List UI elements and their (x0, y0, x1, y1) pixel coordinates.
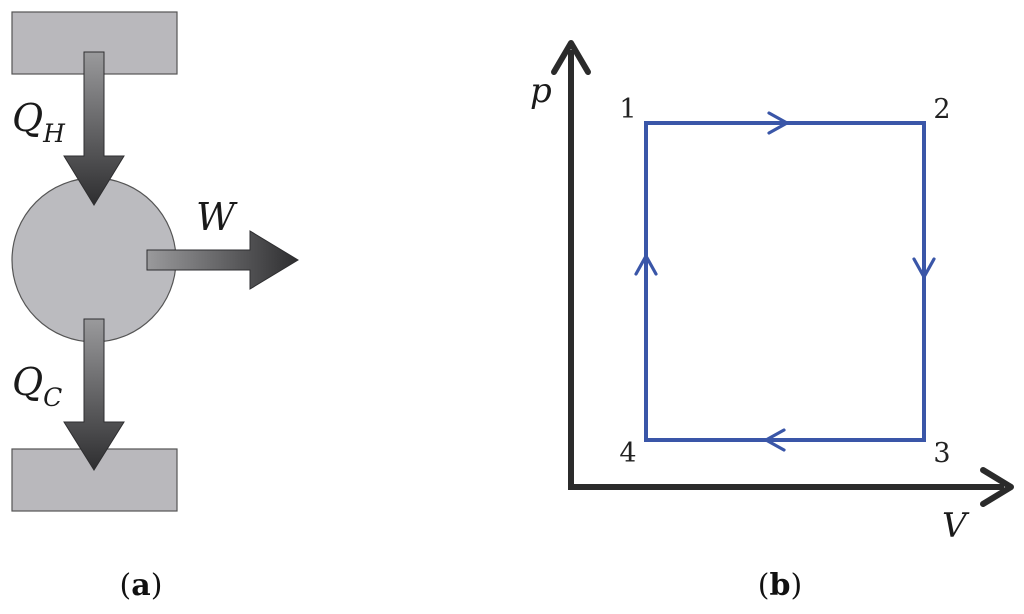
heat-out-label: QC (12, 360, 62, 412)
x-axis-label: V (942, 506, 970, 546)
work-label: W (196, 195, 238, 239)
panel-a-engine-schematic: QH QC W (a) (11, 11, 299, 603)
x-axis (568, 467, 1014, 507)
x-axis-arrowhead (980, 467, 1014, 507)
panel-a-letter: a (131, 568, 150, 603)
heat-out-arrow (63, 318, 125, 471)
y-axis-label: p (530, 71, 552, 111)
heat-in-arrow (63, 51, 125, 206)
y-axis (551, 40, 591, 490)
panel-a-label: (a) (120, 568, 163, 603)
direction-arrow-4-1 (634, 254, 658, 276)
direction-arrow-3-4 (764, 428, 786, 452)
state-label-4: 4 (619, 438, 636, 469)
state-label-3: 3 (933, 438, 950, 469)
panel-b-label: (b) (758, 568, 802, 603)
cycle-path (644, 121, 926, 442)
state-label-1: 1 (619, 94, 636, 125)
heat-in-symbol: Q (12, 96, 43, 140)
panel-b-pv-diagram: p V 1 2 3 4 (b) (530, 40, 1014, 603)
heat-in-label: QH (12, 96, 66, 148)
panel-b-letter: b (770, 568, 791, 603)
direction-arrow-1-2 (767, 111, 789, 135)
y-axis-arrowhead (551, 40, 591, 75)
heat-out-subscript: C (43, 383, 62, 412)
heat-in-subscript: H (42, 119, 66, 148)
direction-arrow-2-3 (912, 257, 936, 279)
heat-out-symbol: Q (12, 360, 43, 404)
state-label-2: 2 (933, 94, 950, 125)
work-arrow (146, 230, 299, 290)
